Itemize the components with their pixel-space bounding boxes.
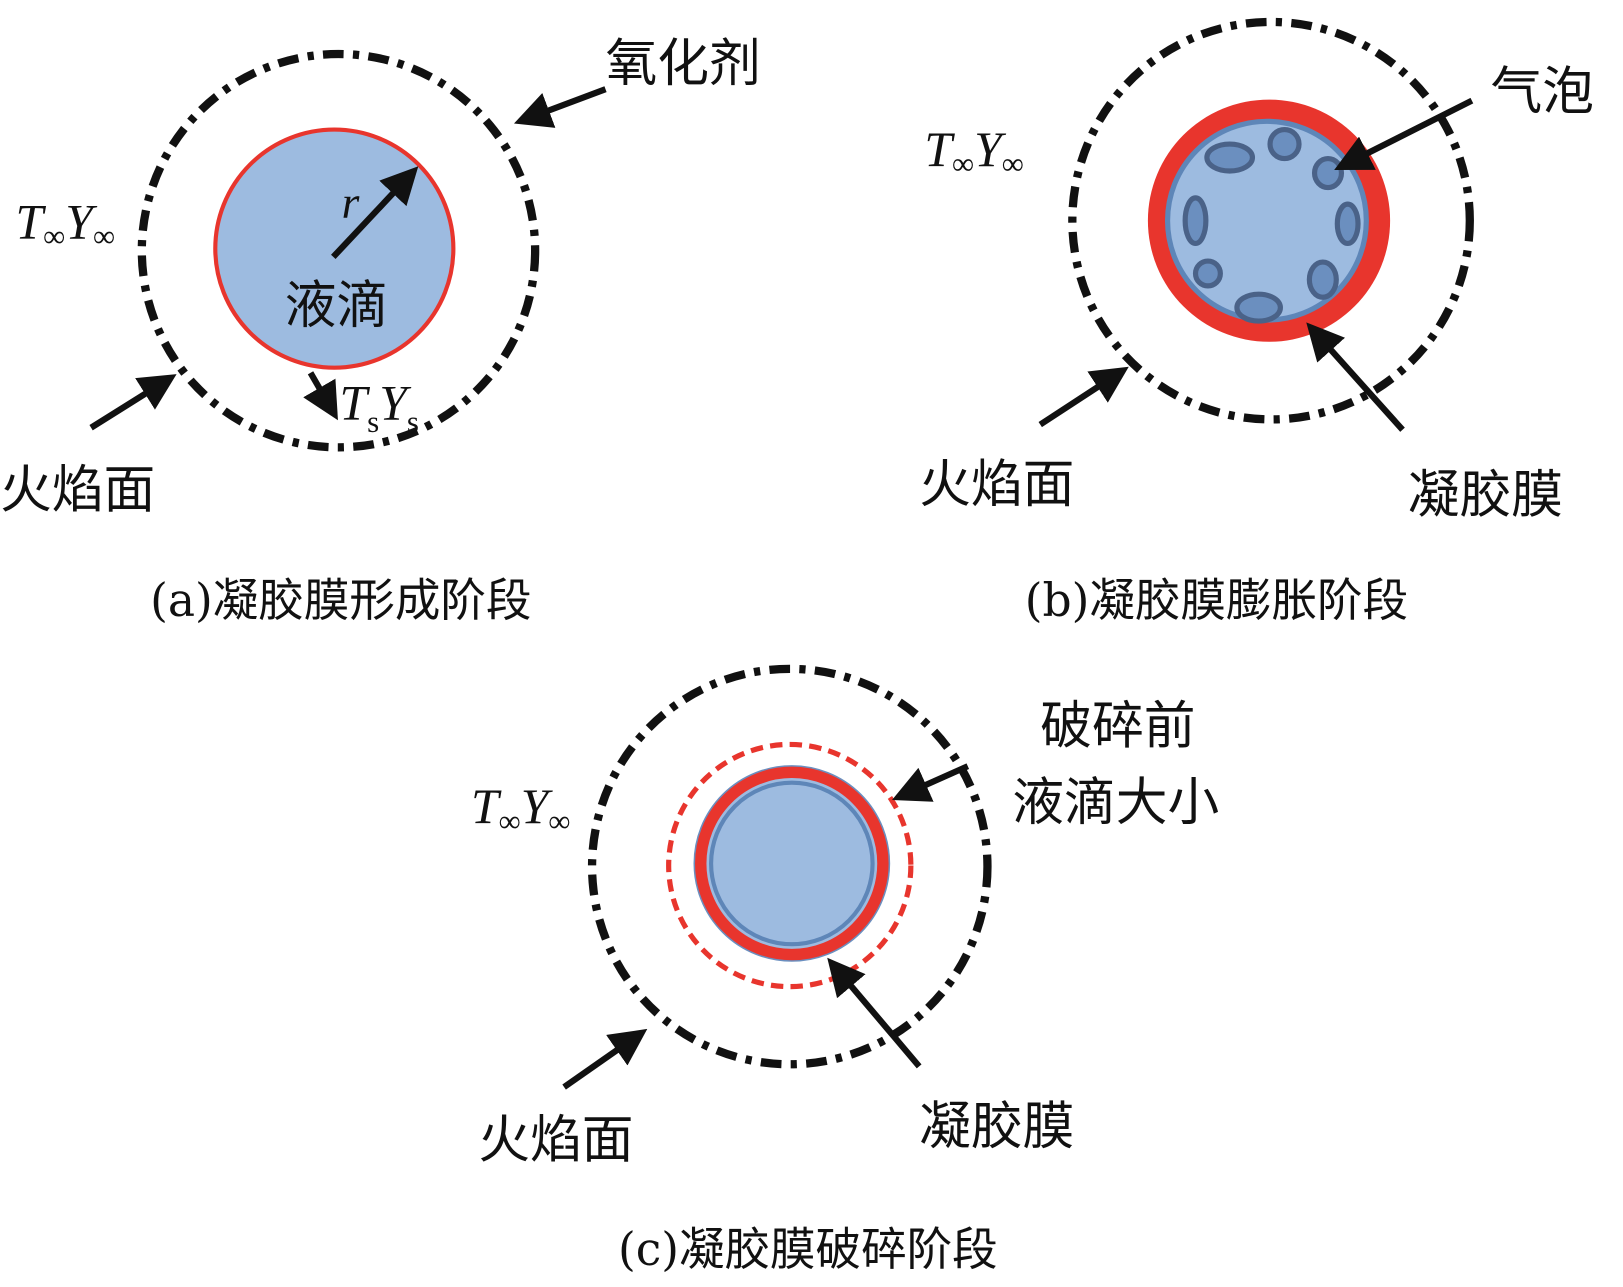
panel-b: T∞Y∞ 气泡 凝胶膜 火焰面 (b)凝胶膜膨胀阶段 [919,17,1595,627]
flame-front-circle [137,49,540,452]
bubble [1182,195,1209,247]
bubble-label: 气泡 [1491,62,1595,122]
flame-label: 火焰面 [919,455,1074,515]
flame-arrow [1038,366,1129,428]
caption-b: (b)凝胶膜膨胀阶段 [1025,574,1408,627]
radius-arrow [331,166,419,260]
bubble [1334,201,1361,247]
bubble [1192,258,1223,289]
gel-arrow [1306,322,1405,432]
surface-label: TsYs [340,375,419,438]
bubble [1267,126,1302,162]
bubble [1204,141,1256,174]
gel-film-ring [695,766,889,961]
flame-front-circle [587,664,992,1069]
bubble [1311,155,1345,191]
bubbles [1182,126,1361,324]
far-field-label: T∞Y∞ [16,194,116,253]
oxidizer-arrow [513,86,607,128]
pre-size-label-line1: 破碎前 [1040,696,1195,756]
far-field-label: T∞Y∞ [924,122,1024,181]
flame-label: 火焰面 [478,1110,633,1170]
caption-a: (a)凝胶膜形成阶段 [150,574,531,627]
panel-c: T∞Y∞ 破碎前 液滴大小 凝胶膜 火焰面 (c)凝胶膜破碎阶段 [471,664,1219,1276]
bubble-arrow [1334,97,1474,171]
flame-front-circle [1068,17,1474,424]
caption-c: (c)凝胶膜破碎阶段 [618,1223,998,1276]
oxidizer-label: 氧化剂 [606,34,761,94]
bubble [1234,291,1283,324]
droplet-label: 液滴 [285,276,389,336]
gel-label: 凝胶膜 [1408,466,1563,526]
gel-label: 凝胶膜 [919,1097,1074,1157]
flame-label: 火焰面 [0,460,155,520]
gel-arrow [827,957,922,1069]
surface-arrow [303,371,338,421]
droplet-circle [709,780,875,947]
flame-arrow [89,374,177,431]
far-field-label: T∞Y∞ [471,779,571,838]
bubble [1306,259,1339,300]
flame-arrow [562,1028,648,1090]
pre-breakup-size-circle [666,741,914,990]
radius-label: r [342,177,360,228]
pre-size-arrow [892,763,970,802]
pre-size-label-line2: 液滴大小 [1012,773,1219,833]
panel-a: r 液滴 T∞Y∞ 氧化剂 火焰面 TsYs (a)凝胶膜形成阶段 [0,34,761,627]
